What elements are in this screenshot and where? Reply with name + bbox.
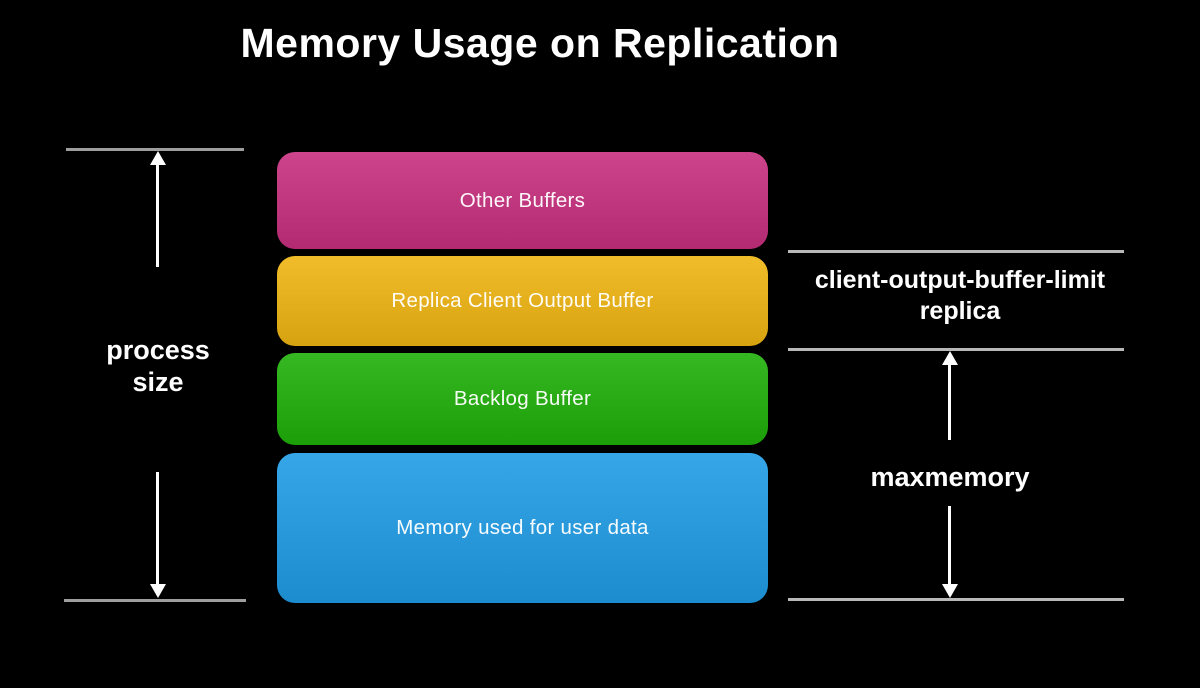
memory-block-replica-client-output-buffer: Replica Client Output Buffer [277, 256, 768, 346]
memory-block-label: Backlog Buffer [453, 387, 592, 410]
arrow-down-icon [942, 584, 958, 598]
maxmemory-bottom-line [788, 598, 1124, 601]
memory-block-user-data: Memory used for user data [277, 453, 768, 603]
arrow-up-icon [942, 351, 958, 365]
maxmemory-label: maxmemory [870, 462, 1030, 492]
cobl-top-line [788, 250, 1124, 253]
arrow-down-icon [150, 584, 166, 598]
memory-block-label: Memory used for user data [396, 516, 649, 539]
arrow-up-icon [150, 151, 166, 165]
arrow-down-shaft [156, 472, 159, 585]
memory-block-other-buffers: Other Buffers [277, 152, 768, 249]
memory-block-label: Replica Client Output Buffer [391, 289, 654, 312]
client-output-buffer-limit-label: client-output-buffer-limit replica [775, 265, 1145, 327]
process-size-bottom-line [64, 599, 246, 602]
memory-block-backlog-buffer: Backlog Buffer [277, 353, 768, 445]
memory-block-label: Other Buffers [459, 188, 586, 212]
process-size-label: process size [106, 335, 210, 397]
process-size-top-line [66, 148, 244, 151]
arrow-up-shaft [948, 364, 951, 440]
arrow-down-shaft [948, 506, 951, 585]
page-title: Memory Usage on Replication [240, 20, 840, 66]
maxmemory-top-line [788, 348, 1124, 351]
arrow-up-shaft [156, 164, 159, 267]
client-output-buffer-limit-label-line2: replica [919, 297, 1001, 325]
client-output-buffer-limit-label-line1: client-output-buffer-limit [814, 266, 1106, 294]
